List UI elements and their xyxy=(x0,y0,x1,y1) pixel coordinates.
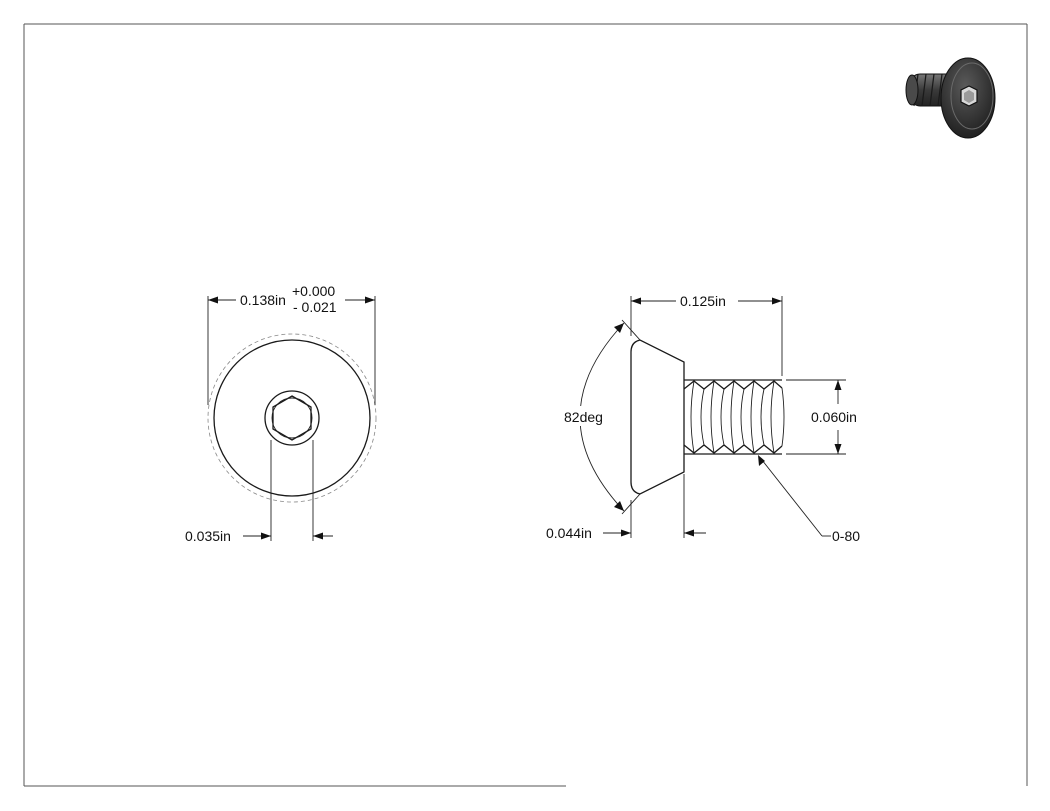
head-height-dimension: 0.044in xyxy=(546,474,706,541)
tolerance-plus-label: +0.000 xyxy=(292,283,335,299)
diameter-label: 0.138in xyxy=(240,292,286,308)
thread-flanks xyxy=(690,380,785,454)
thread-diameter-dimension: 0.060in xyxy=(786,379,857,455)
head-outline-circle xyxy=(213,339,371,497)
angle-dimension: 82deg xyxy=(562,319,641,515)
diameter-dimension: 0.138in +0.000 - 0.021 xyxy=(207,283,376,405)
thread-diameter-label: 0.060in xyxy=(811,409,857,425)
hex-label: 0.035in xyxy=(185,528,231,544)
head-height-label: 0.044in xyxy=(546,525,592,541)
thread-spec-leader: 0-80 xyxy=(758,455,860,544)
hex-dimension: 0.035in xyxy=(185,440,333,544)
socket-inner-circle xyxy=(271,397,313,439)
head-outer-circle-hidden xyxy=(207,333,377,503)
socket-circle xyxy=(264,390,320,446)
thread-spec-label: 0-80 xyxy=(832,528,860,544)
socket-head-screw-render xyxy=(905,57,996,139)
screw-head-profile xyxy=(630,339,685,495)
drawing-frame xyxy=(23,23,1028,787)
tolerance-minus-label: - 0.021 xyxy=(293,299,337,315)
length-label: 0.125in xyxy=(680,293,726,309)
hex-socket xyxy=(272,395,312,441)
front-view xyxy=(207,333,377,503)
angle-label: 82deg xyxy=(564,409,603,425)
side-view xyxy=(630,339,785,495)
length-dimension: 0.125in xyxy=(630,293,783,376)
